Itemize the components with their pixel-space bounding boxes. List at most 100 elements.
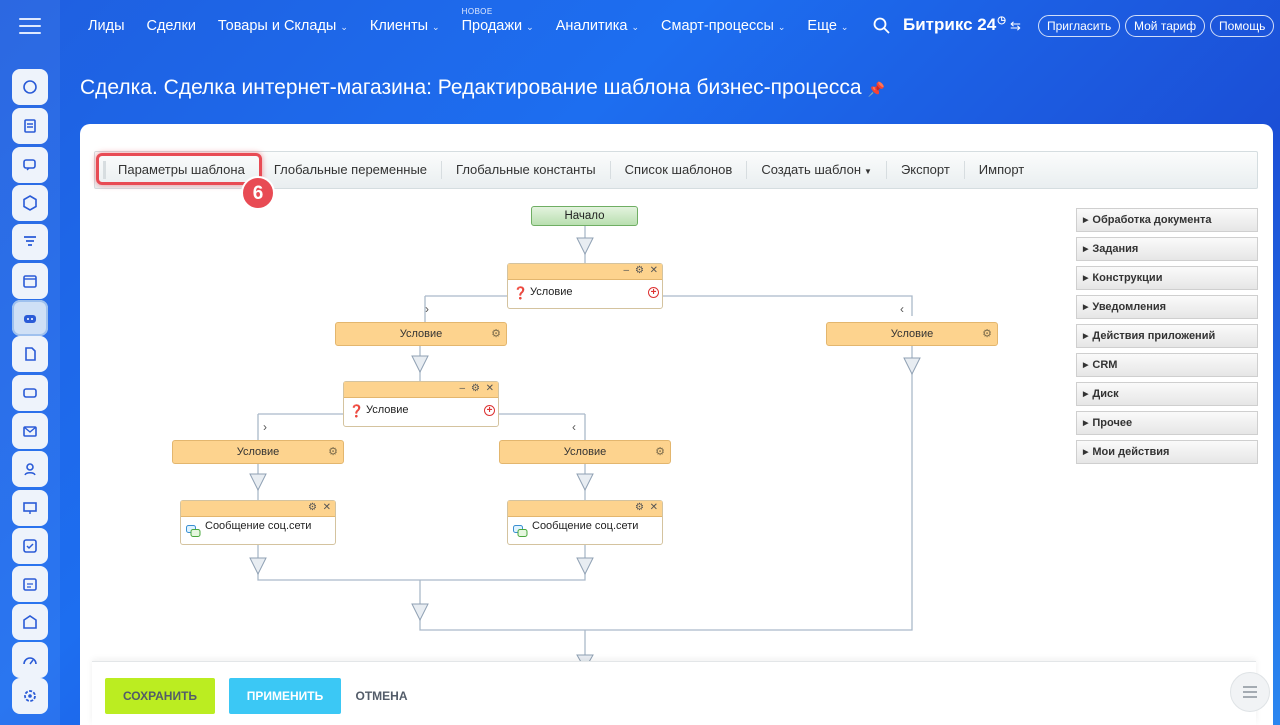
highlight-frame [96,153,262,185]
sidebar-item-sites[interactable] [12,490,48,526]
palette-other[interactable]: ▶Прочее [1076,411,1258,435]
palette-my-actions[interactable]: ▶Мои действия [1076,440,1258,464]
minimize-icon[interactable]: – [459,383,465,394]
template-parameters-button[interactable]: Параметры шаблона [103,161,259,179]
social-message-activity[interactable]: ⚙ ✕ Сообщение соц.сети [507,500,663,545]
sidebar-item-schedule[interactable] [12,566,48,602]
condition-activity[interactable]: – ⚙ ✕ ❓ Условие + [343,381,499,427]
triangle-right-icon: ▶ [1083,275,1089,282]
sidebar-item-chat[interactable] [12,147,48,183]
gear-icon[interactable]: ⚙ [328,446,338,458]
sidebar-item-contacts[interactable] [12,451,48,487]
robot-icon [24,315,36,323]
palette-tasks[interactable]: ▶Задания [1076,237,1258,261]
nav-item-smart-processes[interactable]: Смарт-процессы⌄ [661,18,785,34]
help-button[interactable]: Помощь [1210,15,1275,37]
search-icon[interactable] [872,16,892,36]
branch-label: Условие [890,328,934,340]
branch-condition[interactable]: Условие⚙ [335,322,507,346]
palette-document-processing[interactable]: ▶Обработка документа [1076,208,1258,232]
sidebar-item-checklist[interactable] [12,528,48,564]
sidebar-item-crm[interactable] [12,185,48,221]
palette-label: Обработка документа [1092,214,1212,226]
gear-icon[interactable]: ⚙ [635,502,644,513]
close-icon[interactable]: ✕ [649,502,658,513]
close-icon[interactable]: ✕ [649,265,658,276]
start-node[interactable]: Начало [531,206,638,226]
gear-icon[interactable]: ⚙ [308,502,317,513]
gear-icon[interactable]: ⚙ [491,328,501,340]
brand-name: Битрикс 24 [903,15,997,34]
palette-label: Прочее [1092,417,1133,429]
chevron-down-icon: ⌄ [526,22,534,32]
add-branch-icon[interactable]: + [484,405,495,416]
triangle-right-icon: ▶ [1083,420,1089,427]
template-list-button[interactable]: Список шаблонов [609,161,747,179]
nav-item-leads[interactable]: Лиды [88,18,125,34]
condition-activity[interactable]: – ⚙ ✕ ❓ Условие + [507,263,663,309]
apply-button[interactable]: ПРИМЕНИТЬ [229,678,341,714]
palette-disk[interactable]: ▶Диск [1076,382,1258,406]
gear-icon[interactable]: ⚙ [471,383,480,394]
chevron-left-icon: ‹ [900,302,904,316]
nav-item-label: Товары и Склады [217,18,337,34]
sidebar-item-feed[interactable] [12,69,48,105]
branch-condition[interactable]: Условие ⚙ [826,322,998,346]
close-icon[interactable]: ✕ [322,502,331,513]
list-menu-button[interactable] [1230,672,1270,712]
clock-icon: ◷ [997,15,1006,26]
sidebar-item-funnel[interactable] [12,224,48,260]
my-tariff-button[interactable]: Мой тариф [1125,15,1206,37]
palette-constructions[interactable]: ▶Конструкции [1076,266,1258,290]
chat-bubbles-icon [513,525,528,537]
checkbox-icon [23,539,37,553]
close-icon[interactable]: ✕ [485,383,494,394]
gear-icon[interactable]: ⚙ [635,265,644,276]
add-branch-icon[interactable]: + [648,287,659,298]
invite-button[interactable]: Пригласить [1038,15,1121,37]
social-message-activity[interactable]: ⚙ ✕ Сообщение соц.сети [180,500,336,545]
footer-action-bar: СОХРАНИТЬ ПРИМЕНИТЬ ОТМЕНА [92,661,1256,725]
chevron-down-icon: ⌄ [340,22,348,32]
save-button[interactable]: СОХРАНИТЬ [105,678,215,714]
sidebar-item-tasks[interactable] [12,108,48,144]
menu-icon[interactable] [19,18,41,34]
nav-item-clients[interactable]: Клиенты⌄ [370,18,440,34]
palette-crm[interactable]: ▶CRM [1076,353,1258,377]
nav-item-label: Еще [807,18,837,34]
document-icon [24,119,36,133]
palette-app-actions[interactable]: ▶Действия приложений [1076,324,1258,348]
global-constants-button[interactable]: Глобальные константы [441,161,610,179]
triangle-right-icon: ▶ [1083,246,1089,253]
sidebar-item-automation[interactable] [12,300,48,336]
sidebar-item-analytics[interactable] [12,642,48,678]
sidebar-item-calendar[interactable] [12,263,48,299]
gear-icon[interactable]: ⚙ [655,446,665,458]
pin-icon[interactable]: 📌 [867,81,885,97]
settings-sliders-icon[interactable]: ⇆ [1009,18,1021,33]
import-button[interactable]: Импорт [963,161,1038,179]
gear-icon[interactable]: ⚙ [982,328,992,340]
branch-condition[interactable]: Условие⚙ [172,440,344,464]
cancel-button[interactable]: ОТМЕНА [355,689,408,703]
triangle-right-icon: ▶ [1083,217,1089,224]
minimize-icon[interactable]: – [623,265,629,276]
sidebar-item-mail[interactable] [12,413,48,449]
nav-item-analytics[interactable]: Аналитика⌄ [556,18,639,34]
palette-notifications[interactable]: ▶Уведомления [1076,295,1258,319]
sidebar-item-warehouse[interactable] [12,604,48,640]
nav-item-deals[interactable]: Сделки [147,18,196,34]
sidebar-item-docs[interactable] [12,336,48,372]
nav-item-products[interactable]: Товары и Склады⌄ [218,18,348,34]
presentation-icon [23,502,37,514]
create-template-button[interactable]: Создать шаблон▼ [746,161,886,179]
chat-icon [23,159,36,171]
nav-item-more[interactable]: Еще⌄ [807,18,848,34]
sidebar-item-store[interactable] [12,375,48,411]
sidebar-item-settings[interactable] [12,678,48,714]
palette-label: Конструкции [1092,272,1163,284]
export-button[interactable]: Экспорт [885,161,964,179]
branch-condition[interactable]: Условие⚙ [499,440,671,464]
brand-logo[interactable]: Битрикс 24◷⇆ [903,15,1021,35]
